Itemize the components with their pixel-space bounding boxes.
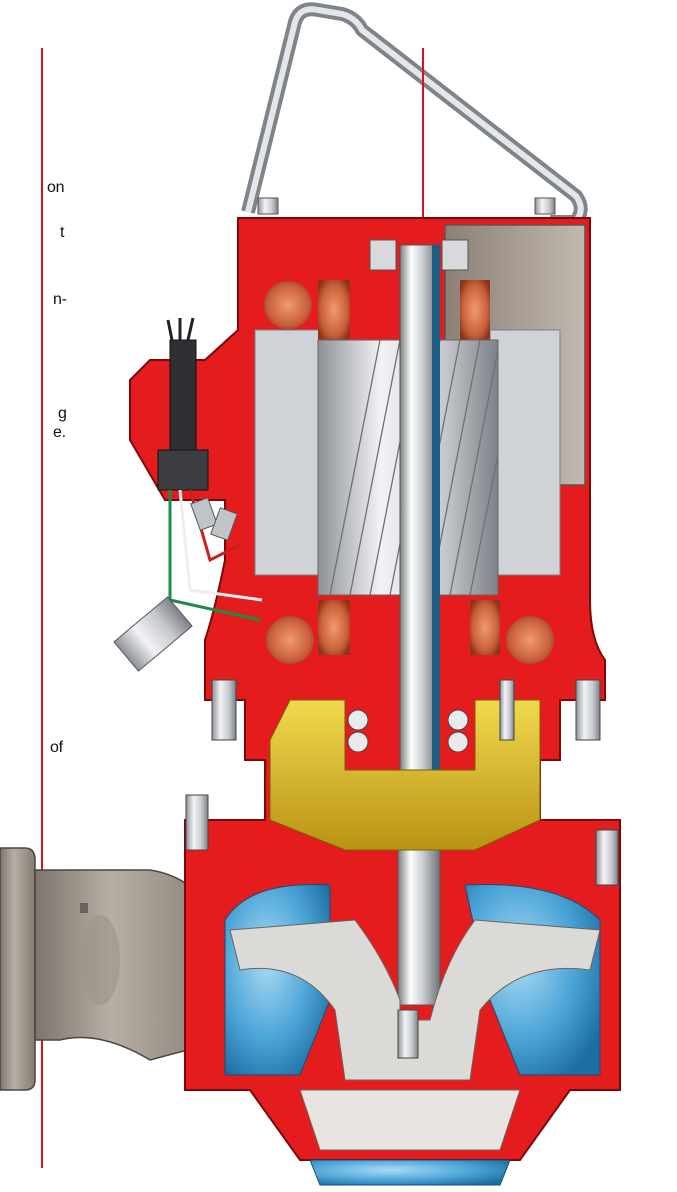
vertical-rule (41, 48, 43, 1168)
housing-bolts (185, 679, 619, 886)
caption-fragment: on (47, 179, 65, 196)
caption-fragment: n- (53, 291, 67, 308)
lifting-handle (241, 2, 588, 229)
caption-fragment: e. (53, 424, 66, 441)
caption-fragment: t (60, 224, 65, 241)
impeller-volute (224, 883, 601, 1186)
pump-shaft (369, 239, 469, 1006)
caption-fragment: g (58, 405, 67, 422)
copper-windings (264, 280, 554, 664)
cable-entry (113, 317, 263, 672)
handle-leader (422, 48, 424, 218)
caption-fragment: of (50, 739, 63, 756)
oil-chamber (269, 699, 541, 851)
